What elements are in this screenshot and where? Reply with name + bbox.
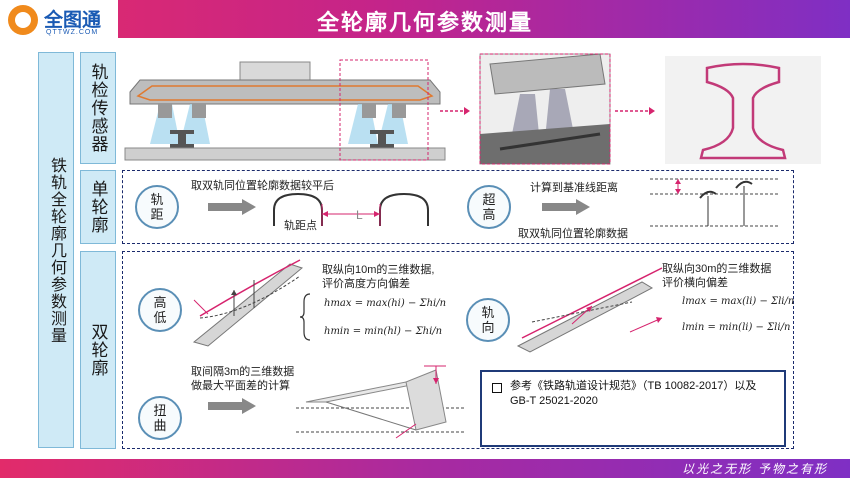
twist-description-line1: 取间隔3m的三维数据	[191, 366, 295, 378]
section-sensor-box: 轨检传感器	[80, 52, 116, 164]
twist-arrow-icon	[208, 398, 256, 414]
alignment-rail-diagram	[516, 267, 663, 353]
page-title: 全轮廓几何参数测量	[316, 10, 533, 35]
twist-circle-label: 扭曲	[153, 403, 167, 433]
logo-subtitle: QTTWZ.COM	[46, 29, 99, 36]
reference-note-text: 参考《铁路轨道设计规范》（TB 10082-2017）以及GB-T 25021-…	[510, 380, 757, 407]
gauge-description: 取双轨同位置轮廓数据较平后	[191, 180, 334, 192]
section-single-label: 单轮廓	[88, 180, 108, 234]
logo-icon	[8, 5, 38, 35]
logo-name: 全图通	[44, 10, 102, 31]
level-description-line1: 取纵向10m的三维数据,	[322, 264, 435, 276]
reference-note-box: 参考《铁路轨道设计规范》（TB 10082-2017）以及GB-T 25021-…	[480, 370, 786, 447]
arrow-right-icon	[615, 107, 655, 115]
superelevation-circle: 超高	[467, 185, 511, 229]
alignment-description-line2: 评价横向偏差	[662, 277, 728, 289]
superelevation-circle-label: 超高	[482, 192, 496, 222]
gauge-circle: 轨距	[135, 185, 179, 229]
level-brace-icon	[299, 293, 311, 341]
superelevation-diagram	[650, 178, 780, 227]
alignment-circle: 轨向	[466, 298, 510, 342]
footer-bar: 以光之无形 予物之有形	[0, 459, 850, 478]
sensor-rig-illustration	[124, 59, 446, 161]
alignment-description-line1: 取纵向30m的三维数据	[662, 263, 772, 275]
superelevation-description-top: 计算到基准线距离	[530, 182, 618, 194]
single-profile-panel	[122, 170, 794, 244]
left-category-box: 铁轨全轮廓几何参数测量	[38, 52, 74, 448]
twist-plane-diagram	[296, 365, 466, 439]
section-sensor-label: 轨检传感器	[88, 63, 108, 153]
header-bar	[0, 0, 850, 38]
section-double-box: 双轮廓	[80, 251, 116, 449]
bullet-square-icon	[492, 383, 502, 393]
double-profile-panel	[122, 251, 794, 449]
gauge-circle-label: 轨距	[150, 192, 164, 222]
superelevation-arrow-icon	[542, 199, 590, 215]
gauge-arrow-icon	[208, 199, 256, 215]
level-description-line2: 评价高度方向偏差	[322, 278, 410, 290]
alignment-lmin-formula: lmin = min(li) − Σli/n	[682, 322, 791, 333]
gauge-rail-profiles	[273, 192, 429, 226]
logo[interactable]: 全图通 QTTWZ.COM	[0, 0, 118, 44]
sensor-closeup-photo	[479, 53, 611, 165]
level-circle-label: 高低	[153, 295, 167, 325]
level-hmin-formula: hmin = min(hl) − Σhi/n	[324, 326, 443, 337]
footer-slogan: 以光之无形 予物之有形	[682, 462, 828, 476]
gauge-distance-label: L	[356, 208, 363, 222]
alignment-lmax-formula: lmax = max(li) − Σli/n	[682, 296, 795, 307]
level-circle: 高低	[138, 288, 182, 332]
arrow-right-icon	[440, 107, 470, 115]
level-hmax-formula: hmax = max(hi) − Σhi/n	[324, 298, 447, 309]
twist-circle: 扭曲	[138, 396, 182, 440]
alignment-circle-label: 轨向	[481, 305, 495, 335]
section-double-label: 双轮廓	[88, 323, 108, 377]
left-category-label: 铁轨全轮廓几何参数测量	[48, 156, 65, 344]
level-rail-diagram	[192, 259, 304, 347]
rail-profile-outline	[665, 56, 821, 164]
twist-description-line2: 做最大平面差的计算	[191, 380, 290, 392]
section-single-box: 单轮廓	[80, 170, 116, 244]
gauge-point-label: 轨距点	[284, 220, 317, 232]
superelevation-description-bottom: 取双轨同位置轮廓数据	[518, 228, 628, 240]
